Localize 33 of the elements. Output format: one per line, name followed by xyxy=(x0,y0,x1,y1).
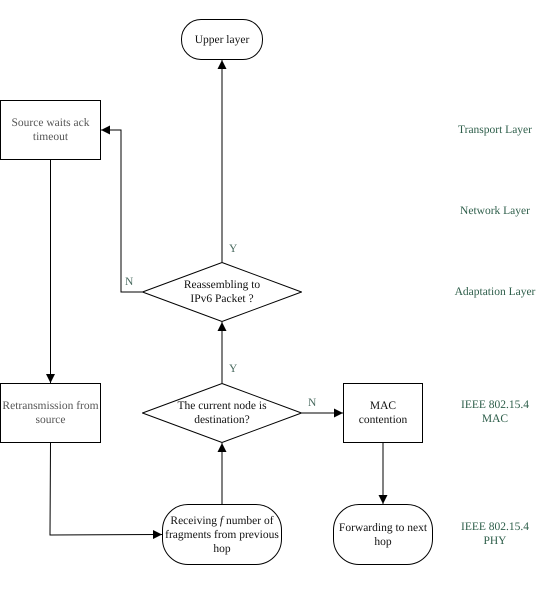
decision-diamond xyxy=(142,383,302,443)
edge-label: N xyxy=(124,276,134,288)
arrow xyxy=(218,322,226,384)
node-text: Retransmission from source xyxy=(2,399,100,427)
node-text: Receiving f number of fragments from previous hop xyxy=(164,514,280,556)
node-text: Upper layer xyxy=(194,32,250,46)
arrow xyxy=(100,126,142,292)
terminal-box xyxy=(333,504,433,565)
process-box xyxy=(0,383,101,443)
node-text: Reassembling to IPv6 Packet ? xyxy=(182,278,262,306)
layer-label: IEEE 802.15.4 MAC xyxy=(460,398,530,426)
node-text: Forwarding to next hop xyxy=(338,520,428,548)
arrow xyxy=(218,60,226,262)
terminal-box xyxy=(162,504,282,565)
process-box xyxy=(343,383,423,443)
arrow xyxy=(302,408,344,418)
layer-label: Network Layer xyxy=(459,204,531,218)
layer-label: Transport Layer xyxy=(457,123,533,137)
edge-label: N xyxy=(307,397,318,409)
terminal-box xyxy=(181,19,263,60)
edge-label: Y xyxy=(228,243,238,255)
process-box xyxy=(0,100,101,160)
arrow xyxy=(50,442,162,540)
edge-label: Y xyxy=(228,363,238,375)
node-text: Source waits ack timeout xyxy=(10,116,90,144)
layer-label: Adaptation Layer xyxy=(454,285,536,299)
node-text: MAC contention xyxy=(358,399,408,427)
arrow xyxy=(378,442,388,504)
decision-diamond xyxy=(142,262,302,322)
node-text: The current node is destination? xyxy=(176,399,268,427)
arrow xyxy=(218,442,226,504)
layer-label: IEEE 802.15.4 PHY xyxy=(460,520,530,548)
arrow xyxy=(46,160,55,384)
